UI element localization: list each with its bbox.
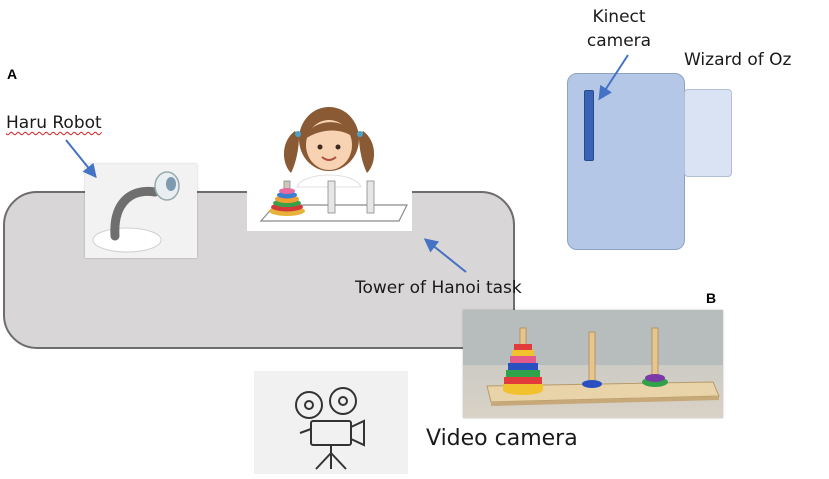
robot-photo	[85, 164, 197, 258]
haru-robot-label: Haru Robot	[6, 113, 102, 133]
kinect-sensor-bar	[584, 90, 594, 161]
child-icon	[259, 107, 408, 222]
video-camera-icon	[254, 371, 408, 474]
hanoi-illustration	[247, 101, 412, 231]
tower-of-hanoi-label: Tower of Hanoi task	[355, 278, 522, 298]
wizard-of-oz-label: Wizard of Oz	[684, 50, 792, 70]
panel-label-a: A	[7, 66, 18, 82]
wizard-of-oz-side-panel	[684, 89, 732, 177]
kinect-camera-label: Kinect camera	[584, 5, 654, 53]
hanoi-photo-image	[463, 310, 723, 418]
panel-label-b: B	[706, 290, 717, 306]
robot-icon	[85, 164, 197, 258]
kinect-camera-label-line1: Kinect	[592, 7, 646, 27]
kinect-camera-label-line2: camera	[586, 31, 652, 51]
video-camera-label: Video camera	[426, 426, 578, 451]
hanoi-photo	[463, 310, 723, 418]
